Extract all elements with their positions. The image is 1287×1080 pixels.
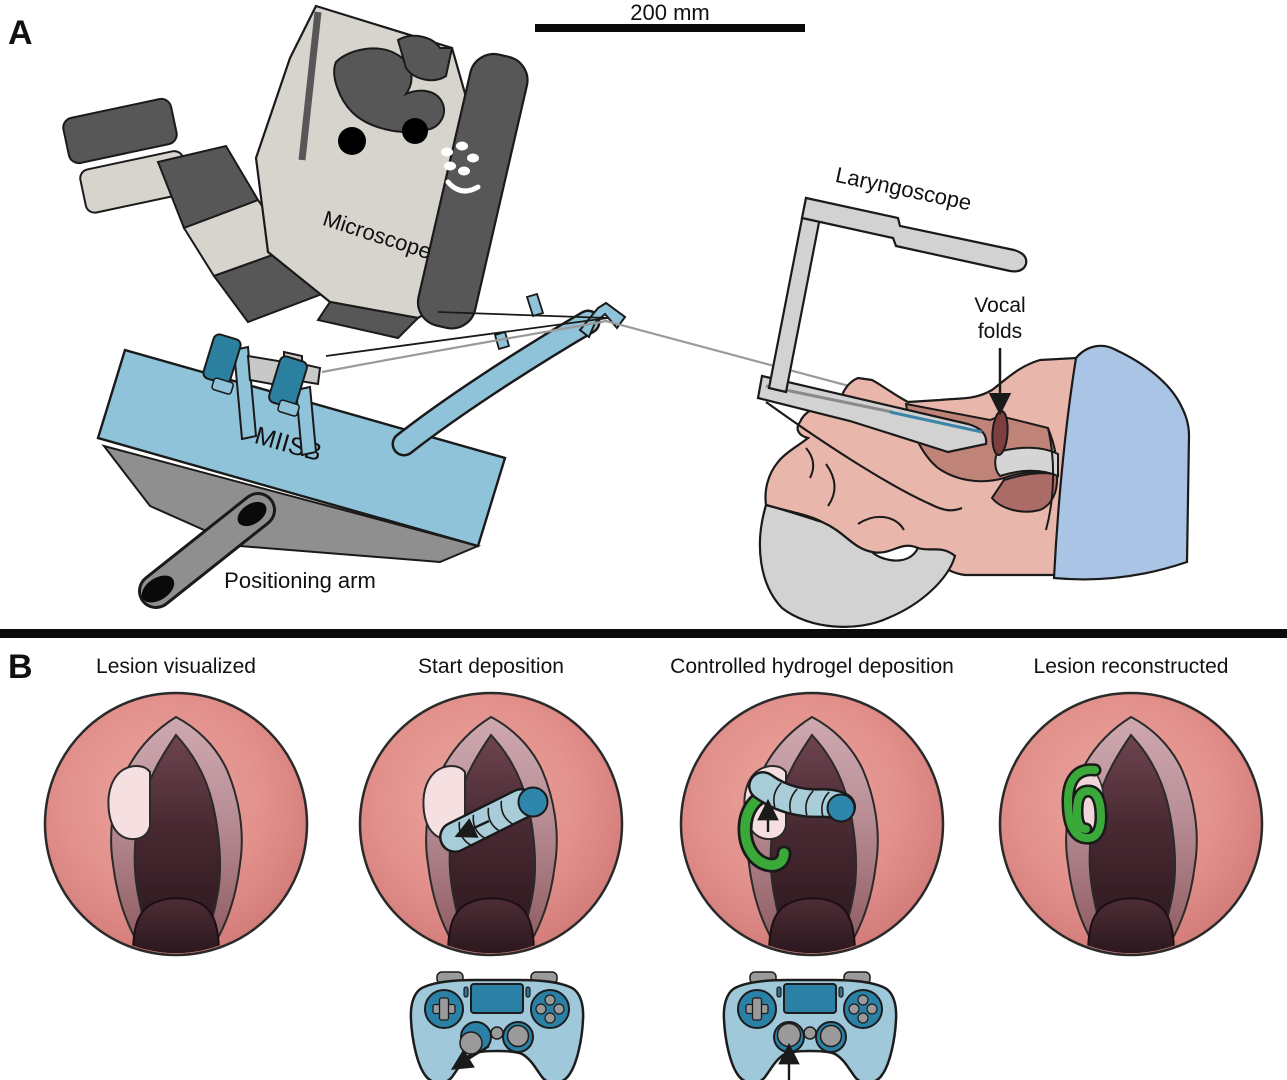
panel-b-label: B	[8, 648, 33, 686]
positioning-arm-joint	[237, 501, 267, 527]
miisb-arm-pin	[525, 292, 545, 318]
suspension-wires	[321, 311, 865, 392]
patient-hair	[758, 503, 957, 628]
guide-wire	[321, 319, 865, 392]
microscope-top-fitting	[333, 47, 445, 133]
stretched-lip-line	[765, 401, 963, 512]
miisb-arm	[394, 312, 598, 454]
panel-a-label: A	[8, 14, 33, 52]
laryngoscope-upright	[767, 196, 825, 394]
larynx-step-3	[681, 693, 943, 955]
blade-fiber-blue	[889, 410, 983, 434]
patient-head-illustration: Laryngoscope Vocal folds	[756, 162, 1191, 628]
scale-bar-label: 200 mm	[630, 0, 709, 25]
miisb-illustration: MIISB Positioning arm	[96, 292, 627, 609]
left-stick-cap-centered	[776, 1022, 802, 1048]
chin-fold	[857, 515, 905, 531]
controller-step-2	[409, 970, 585, 1080]
positioning-arm-end	[141, 575, 175, 603]
patient-shirt	[1052, 344, 1191, 581]
face-crease	[825, 463, 836, 507]
panel-divider	[0, 629, 1287, 638]
microscope-eyepiece-dark	[62, 97, 178, 165]
vocal-folds-label-line1: Vocal	[974, 294, 1025, 317]
microscope-top-fitting	[396, 34, 454, 82]
miisb-post	[294, 385, 318, 457]
miisb-arm-hook	[578, 301, 627, 339]
larynx-step-1	[45, 693, 307, 955]
step-title-1: Lesion visualized	[96, 655, 256, 678]
microscope-seam	[298, 11, 322, 161]
microscope-handle-vents	[441, 141, 481, 194]
step-title-3: Controlled hydrogel deposition	[670, 655, 954, 678]
hydrogel-bead	[737, 785, 792, 873]
miisb-motor-foot	[277, 399, 300, 417]
microscope-knob	[338, 127, 366, 155]
left-stick-cap-tilted	[459, 1031, 483, 1055]
hydrogel-fill	[1061, 763, 1108, 845]
tube-end-cap	[826, 793, 856, 823]
laryngoscope-top-bar	[800, 196, 1028, 273]
deposition-tube	[748, 771, 856, 823]
tube-end-cap	[517, 786, 549, 818]
lesion-blob	[107, 765, 151, 841]
scale-bar-line	[535, 24, 805, 32]
microscope-bottom-rim	[316, 300, 421, 340]
larynx-step-2	[360, 693, 622, 955]
step-title-4: Lesion reconstructed	[1034, 655, 1229, 678]
step-title-2: Start deposition	[418, 655, 564, 678]
controller-step-3	[722, 970, 898, 1080]
stick-direction-arrow	[450, 1044, 490, 1070]
microscope-knob	[402, 118, 428, 144]
vocal-folds-label-line2: folds	[978, 320, 1022, 343]
miisb-post	[232, 345, 258, 441]
panel-b: B Lesion visualized Start deposition Con…	[8, 648, 1262, 1080]
scale-bar: 200 mm	[535, 0, 805, 32]
positioning-arm-label: Positioning arm	[224, 568, 376, 593]
airway-band	[994, 446, 1059, 478]
face-crease	[805, 447, 815, 479]
panel-a: A 200 mm	[8, 0, 1191, 628]
neck-crease	[1045, 427, 1055, 531]
deposition-direction-arrow	[454, 818, 490, 838]
larynx-step-4	[1000, 693, 1262, 955]
miisb-motor-foot	[211, 377, 234, 395]
microscope-illustration: Microscope	[62, 4, 529, 340]
laryngoscope-label: Laryngoscope	[833, 162, 973, 215]
